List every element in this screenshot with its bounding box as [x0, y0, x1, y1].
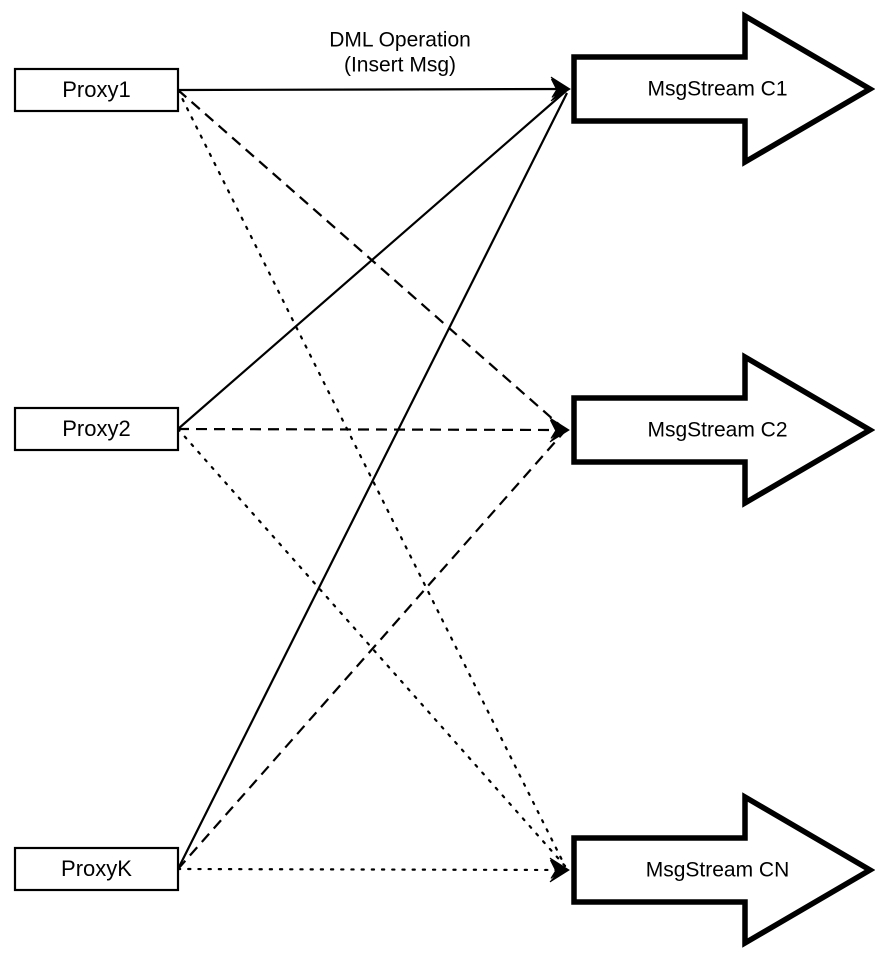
stream-node-stream_c1[interactable]: MsgStream C1	[571, 11, 875, 167]
stream-node-stream_cn[interactable]: MsgStream CN	[571, 792, 875, 948]
stream-label-stream_cn: MsgStream CN	[646, 859, 790, 882]
stream-arrow-shape-stream_cn	[571, 792, 875, 948]
edge-pk-cn	[176, 867, 564, 872]
streams-layer: MsgStream C1 MsgStream C2 MsgStream CN	[571, 11, 875, 948]
proxy-box-proxy2	[13, 406, 180, 452]
edges-layer	[176, 87, 568, 872]
edge-p2-c2	[177, 427, 563, 432]
arrowhead-head_c1	[550, 76, 571, 102]
stream-arrow-shape-stream_c1	[571, 11, 875, 167]
edge-p2-c1	[177, 90, 567, 430]
proxy-label-proxy2: Proxy2	[62, 416, 130, 441]
proxy-label-proxy1: Proxy1	[62, 77, 130, 102]
proxy-node-proxy1[interactable]: Proxy1	[13, 67, 180, 113]
edge-label-line2: (Insert Msg)	[344, 54, 456, 77]
edge-pk-c2	[177, 432, 564, 870]
edge-p1-c2	[177, 89, 564, 429]
stream-label-stream_c1: MsgStream C1	[647, 78, 787, 101]
edge-label-dml-operation: DML Operation (Insert Msg)	[329, 29, 471, 77]
edge-p2-cn	[176, 427, 567, 868]
edge-p1-c1	[177, 87, 567, 92]
edge-pk-c1	[177, 92, 568, 870]
edge-label-line1: DML Operation	[329, 29, 471, 52]
proxy-node-proxyK[interactable]: ProxyK	[13, 846, 180, 892]
arrowhead-head_cn	[549, 857, 570, 883]
proxy-label-proxyK: ProxyK	[61, 856, 132, 881]
stream-label-stream_c2: MsgStream C2	[647, 419, 787, 442]
stream-node-stream_c2[interactable]: MsgStream C2	[571, 352, 875, 508]
stream-arrow-shape-stream_c2	[571, 352, 875, 508]
arrowheads-layer	[549, 76, 571, 883]
arrowhead-head_c2	[549, 417, 570, 443]
proxy-node-proxy2[interactable]: Proxy2	[13, 406, 180, 452]
proxy-box-proxy1	[13, 67, 180, 113]
edge-p1-cn	[176, 88, 567, 868]
proxy-box-proxyK	[13, 846, 180, 892]
